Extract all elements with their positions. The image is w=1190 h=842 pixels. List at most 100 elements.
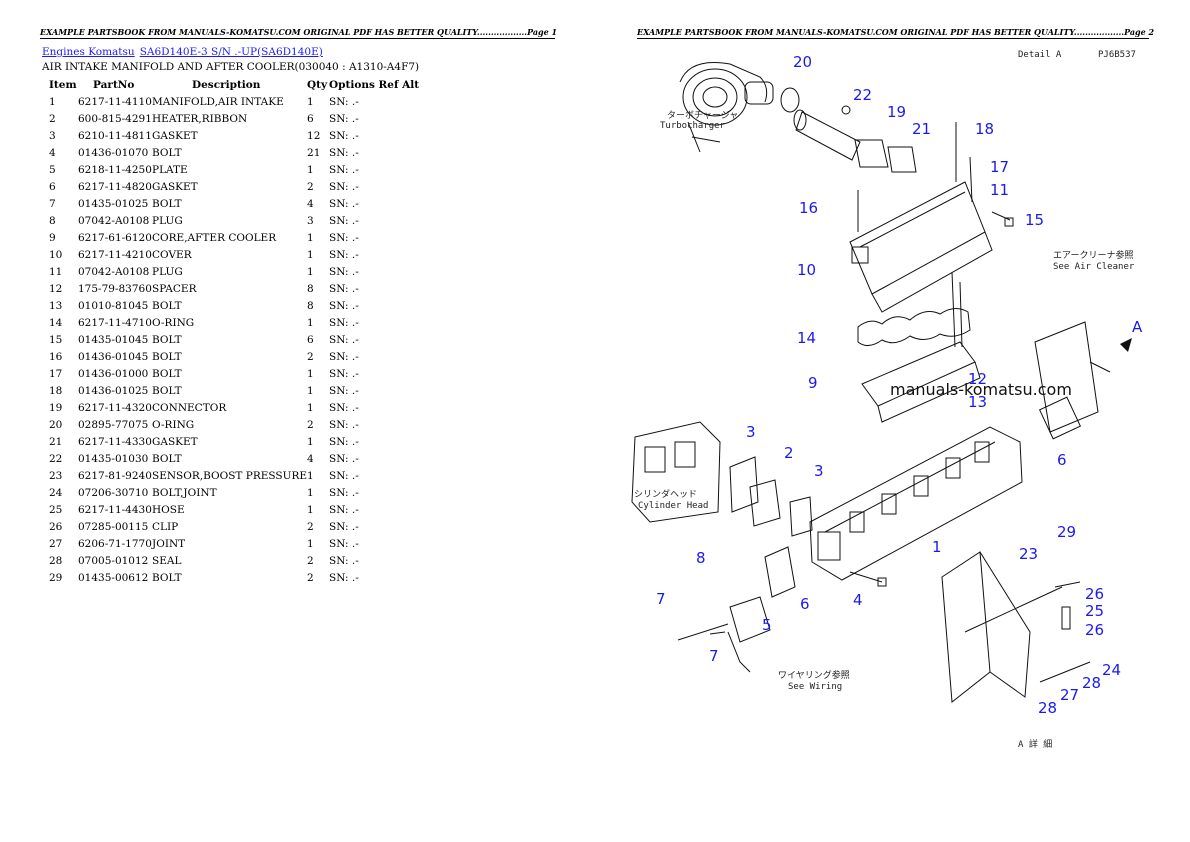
cell-partno: 6217-11-4210 bbox=[78, 248, 152, 261]
cell-options: SN: .- bbox=[329, 401, 359, 414]
cell-description: COVER bbox=[152, 248, 192, 261]
col-header-item: Item bbox=[49, 78, 77, 91]
label-cylinder-head-jp: シリンダヘッド bbox=[634, 488, 697, 500]
watermark: manuals-komatsu.com bbox=[890, 380, 1072, 399]
cell-item: 20 bbox=[49, 418, 63, 431]
cell-partno: 01435-01045 bbox=[78, 333, 149, 346]
page1-header: EXAMPLE PARTSBOOK FROM MANUALS-KOMATSU.C… bbox=[40, 27, 558, 37]
cell-qty: 2 bbox=[307, 418, 314, 431]
cell-qty: 1 bbox=[307, 401, 314, 414]
cell-item: 11 bbox=[49, 265, 63, 278]
turbocharger-drawing bbox=[679, 62, 774, 153]
cell-item: 12 bbox=[49, 282, 63, 295]
cell-partno: 01436-01025 bbox=[78, 384, 149, 397]
cell-description: BOLT,JOINT bbox=[152, 486, 217, 499]
breadcrumb-link-model[interactable]: SA6D140E-3 S/N .-UP(SA6D140E) bbox=[139, 46, 323, 58]
cell-options: SN: .- bbox=[329, 333, 359, 346]
cell-options: SN: .- bbox=[329, 486, 359, 499]
cell-qty: 1 bbox=[307, 95, 314, 108]
callout-6-lower: 6 bbox=[800, 595, 810, 613]
callout-26-upper: 26 bbox=[1085, 585, 1104, 603]
cell-item: 13 bbox=[49, 299, 63, 312]
callout-29: 29 bbox=[1057, 523, 1076, 541]
callout-11: 11 bbox=[990, 181, 1009, 199]
cell-qty: 2 bbox=[307, 520, 314, 533]
diagram-code: PJ6B537 bbox=[1098, 50, 1136, 60]
cell-item: 23 bbox=[49, 469, 63, 482]
cell-item: 4 bbox=[49, 146, 56, 159]
col-header-options: Options Ref Alt bbox=[329, 78, 420, 91]
callout-3-upper: 3 bbox=[746, 423, 756, 441]
cell-partno: 6217-11-4320 bbox=[78, 401, 152, 414]
cell-partno: 175-79-83760 bbox=[78, 282, 152, 295]
cell-item: 10 bbox=[49, 248, 63, 261]
cell-qty: 3 bbox=[307, 214, 314, 227]
callout-14: 14 bbox=[797, 329, 816, 347]
label-arrow-a: A bbox=[1132, 318, 1143, 336]
cell-qty: 1 bbox=[307, 248, 314, 261]
label-detail-a: Detail A bbox=[1018, 50, 1062, 60]
cell-item: 2 bbox=[49, 112, 56, 125]
cell-description: PLATE bbox=[152, 163, 188, 176]
cell-partno: 6217-11-4710 bbox=[78, 316, 152, 329]
cell-partno: 07285-00115 bbox=[78, 520, 149, 533]
callout-8: 8 bbox=[696, 549, 706, 567]
cell-description: HOSE bbox=[152, 503, 185, 516]
breadcrumb-link-engines[interactable]: Engines Komatsu bbox=[42, 46, 135, 58]
cell-options: SN: .- bbox=[329, 95, 359, 108]
table-header-row: Item PartNo Description Qty Options Ref … bbox=[40, 76, 419, 93]
cell-partno: 01436-01000 bbox=[78, 367, 149, 380]
cell-item: 27 bbox=[49, 537, 63, 550]
cell-description: CONNECTOR bbox=[152, 401, 227, 414]
cell-qty: 1 bbox=[307, 503, 314, 516]
cell-partno: 6217-11-4430 bbox=[78, 503, 152, 516]
callout-13: 13 bbox=[968, 393, 987, 411]
cell-qty: 1 bbox=[307, 367, 314, 380]
cell-qty: 8 bbox=[307, 282, 314, 295]
cell-partno: 07042-A0108 bbox=[78, 265, 150, 278]
cell-item: 3 bbox=[49, 129, 56, 142]
callout-12: 12 bbox=[968, 370, 987, 388]
col-header-description: Description bbox=[192, 78, 261, 91]
cell-qty: 8 bbox=[307, 299, 314, 312]
cell-description: HEATER,RIBBON bbox=[152, 112, 248, 125]
cell-partno: 01436-01070 bbox=[78, 146, 149, 159]
callout-5: 5 bbox=[762, 616, 772, 634]
callout-23: 23 bbox=[1019, 545, 1038, 563]
cell-options: SN: .- bbox=[329, 316, 359, 329]
cell-item: 16 bbox=[49, 350, 63, 363]
cell-options: SN: .- bbox=[329, 214, 359, 227]
cell-options: SN: .- bbox=[329, 180, 359, 193]
label-cylinder-head-en: Cylinder Head bbox=[638, 501, 708, 511]
section-title: AIR INTAKE MANIFOLD AND AFTER COOLER(030… bbox=[42, 61, 420, 73]
cell-options: SN: .- bbox=[329, 452, 359, 465]
cell-options: SN: .- bbox=[329, 418, 359, 431]
cell-partno: 6217-81-9240 bbox=[78, 469, 152, 482]
callout-28-right: 28 bbox=[1082, 674, 1101, 692]
cell-qty: 21 bbox=[307, 146, 321, 159]
callout-20: 20 bbox=[793, 53, 812, 71]
cell-partno: 6217-11-4330 bbox=[78, 435, 152, 448]
cell-description: JOINT bbox=[152, 537, 186, 550]
intake-manifold-drawing bbox=[809, 426, 1023, 581]
callout-16: 16 bbox=[799, 199, 818, 217]
cell-options: SN: .- bbox=[329, 282, 359, 295]
cell-item: 15 bbox=[49, 333, 63, 346]
cell-description: BOLT bbox=[152, 299, 182, 312]
callout-27: 27 bbox=[1060, 686, 1079, 704]
cell-description: CLIP bbox=[152, 520, 179, 533]
oring-drawing bbox=[857, 308, 971, 346]
cell-description: GASKET bbox=[152, 435, 198, 448]
callout-22: 22 bbox=[853, 86, 872, 104]
callout-7-left: 7 bbox=[656, 590, 666, 608]
cell-qty: 1 bbox=[307, 163, 314, 176]
cell-qty: 1 bbox=[307, 384, 314, 397]
cell-qty: 2 bbox=[307, 180, 314, 193]
cell-qty: 1 bbox=[307, 435, 314, 448]
cell-item: 1 bbox=[49, 95, 56, 108]
